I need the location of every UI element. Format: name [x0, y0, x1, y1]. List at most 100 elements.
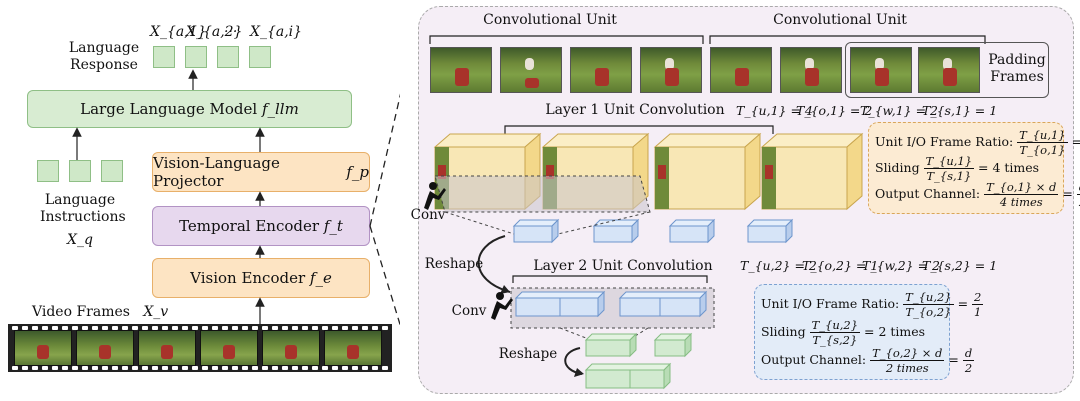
sprocket-hole	[172, 366, 178, 370]
layer1-param-2: T_{o,1} = 2	[796, 103, 873, 118]
instructions-symbol: X_q	[67, 232, 93, 248]
sprocket-hole	[302, 366, 308, 370]
video-frame	[570, 47, 632, 93]
layer1-output-token	[512, 218, 560, 244]
layer1-param-3: T_{w,1} = 2	[860, 103, 939, 118]
sprocket-hole	[252, 326, 258, 330]
conv-unit-label-1: Convolutional Unit	[483, 12, 617, 28]
sprocket-hole	[232, 326, 238, 330]
box2-sliding-den: T_{s,2}	[812, 333, 858, 347]
box1-channel-res-num: d	[1076, 180, 1080, 195]
sprocket-hole	[82, 326, 88, 330]
projector-symbol: f_p	[346, 163, 369, 181]
layer2-label: Layer 2 Unit Convolution	[533, 258, 713, 274]
sprocket-hole	[52, 366, 58, 370]
layer1-output-token	[592, 218, 640, 244]
sprocket-hole	[232, 366, 238, 370]
sprocket-hole	[42, 366, 48, 370]
vision-encoder-box: Vision Encoder f_e	[152, 258, 370, 298]
film-strip	[8, 324, 392, 372]
sprocket-hole	[272, 326, 278, 330]
reshape-arrow-1	[477, 235, 511, 293]
response-token-1: X_{a,1}	[150, 24, 207, 40]
video-frame	[640, 47, 702, 93]
sprocket-hole	[292, 366, 298, 370]
box2-channel-den: 2 times	[885, 361, 929, 375]
sprocket-hole	[12, 366, 18, 370]
sprocket-hole	[322, 326, 328, 330]
box2-channel-res-den: 2	[964, 361, 973, 375]
sprocket-hole	[272, 366, 278, 370]
box2-ratio-frac: T_{u,2}T_{o,2}	[903, 290, 954, 319]
response-token-2: X_{a,2}	[186, 24, 243, 40]
padding-frames-box	[845, 42, 1049, 98]
video-frame	[780, 47, 842, 93]
box1-ratio-frac: T_{u,1}T_{o,1}	[1017, 128, 1068, 157]
sprocket-hole	[362, 326, 368, 330]
sprocket-hole	[122, 366, 128, 370]
sprocket-hole	[132, 326, 138, 330]
sprocket-hole	[172, 326, 178, 330]
sprocket-hole	[112, 366, 118, 370]
sprocket-hole	[242, 326, 248, 330]
sprocket-hole	[332, 326, 338, 330]
frames-label: Video Frames	[32, 304, 130, 320]
box1-ratio-num: T_{u,1}	[1017, 128, 1068, 143]
sprocket-hole	[132, 366, 138, 370]
layer1-param-4: T_{s,1} = 1	[922, 103, 998, 118]
conv-label-2: Conv	[451, 303, 487, 319]
sprocket-hole	[382, 326, 388, 330]
vision-symbol: f_e	[309, 269, 332, 287]
llm-label: Large Language Model	[80, 100, 258, 118]
box2-channel-num: T_{o,2} × d	[870, 346, 945, 361]
sprocket-hole	[262, 326, 268, 330]
layer2-output-token	[653, 332, 693, 358]
sprocket-hole	[292, 326, 298, 330]
box2-channel-label: Output Channel:	[761, 352, 867, 367]
layer2-input-block	[618, 290, 708, 318]
response-token-box	[249, 46, 271, 68]
sprocket-hole	[372, 366, 378, 370]
vision-label: Vision Encoder	[190, 269, 306, 287]
sprocket-hole	[162, 326, 168, 330]
sprocket-hole	[12, 326, 18, 330]
sprocket-hole	[192, 366, 198, 370]
sprocket-hole	[382, 366, 388, 370]
response-token-box	[185, 46, 207, 68]
box2-channel-res-num: d	[962, 346, 975, 361]
box2-ratio-den: T_{o,2}	[905, 305, 952, 319]
layer1-label: Layer 1 Unit Convolution	[545, 102, 725, 118]
padding-frames-label: Padding Frames	[988, 52, 1046, 85]
instructions-label: Language Instructions	[40, 192, 126, 225]
layer2-param-3: T_{w,2} = 2	[862, 258, 941, 273]
instruction-token-box	[37, 160, 59, 182]
sprocket-hole	[352, 326, 358, 330]
video-frame	[430, 47, 492, 93]
box1-ratio-label: Unit I/O Frame Ratio:	[875, 134, 1014, 149]
temporal-symbol: f_t	[323, 217, 343, 235]
reshape-label-1: Reshape	[424, 256, 484, 272]
sprocket-hole	[262, 366, 268, 370]
projector-box: Vision-Language Projector f_p	[152, 152, 370, 192]
box2-sliding-frac: T_{u,2}T_{s,2}	[809, 318, 861, 347]
film-frame	[262, 330, 320, 366]
sprocket-hole	[182, 326, 188, 330]
sprocket-hole	[142, 326, 148, 330]
sprocket-hole	[342, 326, 348, 330]
projector-label: Vision-Language Projector	[153, 154, 280, 190]
response-token-3: ···	[224, 24, 238, 40]
sprocket-hole	[32, 326, 38, 330]
layer1-cube	[653, 132, 762, 211]
sprocket-hole	[222, 366, 228, 370]
conv-figure-1-icon	[424, 182, 446, 210]
sprocket-hole	[222, 326, 228, 330]
box1-sliding-den: T_{s,1}	[926, 169, 972, 183]
film-frame	[200, 330, 258, 366]
box1-sliding-num: T_{u,1}	[923, 154, 975, 169]
sprocket-hole	[362, 366, 368, 370]
